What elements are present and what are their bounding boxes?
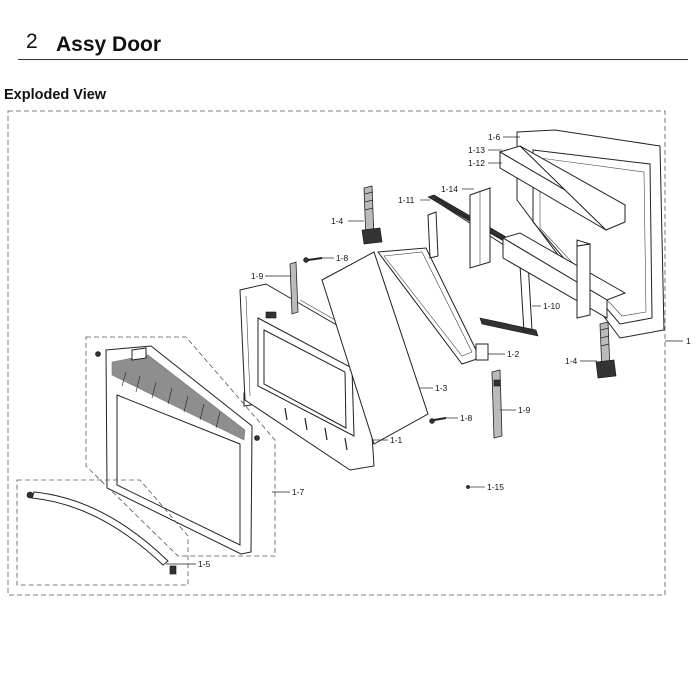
callout-1-8-upper: 1-8	[336, 253, 349, 263]
part-hinge-upper	[348, 185, 383, 245]
callout-1-9-left: 1-9	[251, 271, 264, 281]
assembly-boundary	[7, 110, 666, 596]
callout-1-10: 1-10	[543, 301, 560, 311]
part-hinge-bracket-left	[265, 261, 299, 315]
callout-1-12: 1-12	[468, 158, 485, 168]
part-door-handle	[16, 479, 196, 586]
callout-1-1: 1-1	[390, 435, 403, 445]
callout-1-11: 1-11	[398, 195, 415, 205]
callout-1-4-upper: 1-4	[331, 216, 344, 226]
callout-1-3: 1-3	[435, 383, 448, 393]
page-header: 2 Assy Door	[0, 0, 700, 70]
header-rule	[18, 59, 688, 60]
callout-1-6: 1-6	[488, 132, 501, 142]
callout-1-7: 1-7	[292, 487, 305, 497]
callout-1-14: 1-14	[441, 184, 458, 194]
part-insulation-block	[462, 187, 491, 269]
callout-1-4-lower: 1-4	[565, 356, 578, 366]
part-hinge-bracket-right	[491, 369, 516, 439]
section-title: Assy Door	[56, 33, 162, 56]
callout-assembly: 1	[686, 336, 691, 346]
section-number: 2	[26, 30, 38, 53]
callout-1-2: 1-2	[507, 349, 520, 359]
part-hinge-lower	[580, 321, 617, 379]
part-top-insulation-bars	[488, 145, 627, 231]
callout-1-5: 1-5	[198, 559, 211, 569]
callout-1-9-right: 1-9	[518, 405, 531, 415]
part-screw-lower	[429, 417, 458, 424]
part-small-clip	[466, 485, 485, 489]
part-bottom-insulation-bars	[501, 232, 627, 319]
callout-1-13: 1-13	[468, 145, 485, 155]
callout-1-8-lower: 1-8	[460, 413, 473, 423]
callout-1-15: 1-15	[487, 482, 504, 492]
part-inner-glass	[377, 247, 505, 365]
part-screw-upper	[303, 257, 334, 263]
part-middle-glass	[321, 251, 429, 445]
diagram-subtitle: Exploded View	[4, 87, 107, 103]
